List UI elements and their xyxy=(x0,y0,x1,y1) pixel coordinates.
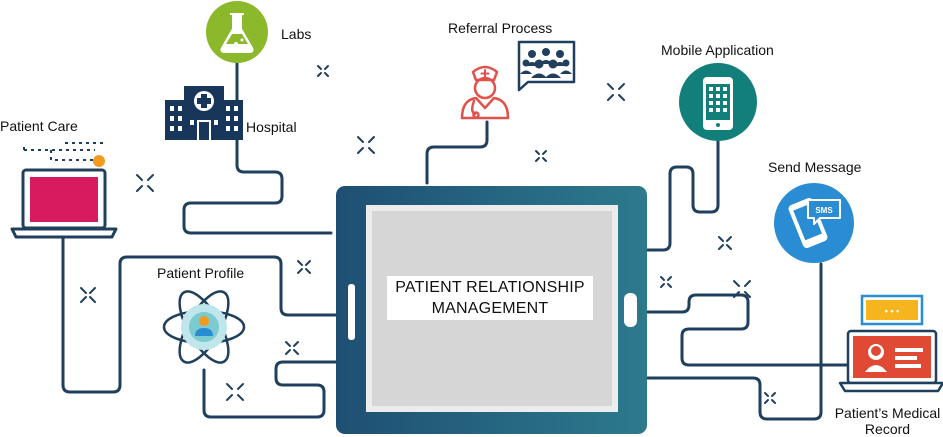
connector-lines xyxy=(61,60,864,421)
connector-patient-profile xyxy=(202,360,340,419)
label-patient-care: Patient Care xyxy=(0,118,78,134)
sparkle-icon xyxy=(297,260,311,274)
connector-referral xyxy=(425,120,489,185)
hospital-icon xyxy=(165,86,243,140)
center-title-line1: PATIENT RELATIONSHIP xyxy=(395,279,585,296)
sparkle-icon xyxy=(357,136,375,154)
labs-node xyxy=(206,1,268,63)
label-medical-record-line2: Record xyxy=(864,421,911,437)
label-hospital: Hospital xyxy=(246,119,297,135)
connector-record-lower xyxy=(642,262,823,421)
mobile-node xyxy=(679,63,757,141)
tablet-home-button xyxy=(624,293,637,327)
label-labs: Labs xyxy=(281,26,312,42)
smartphone-icon xyxy=(703,77,733,130)
connector-mobile xyxy=(642,138,720,252)
sparkle-icon xyxy=(80,287,96,303)
label-send-message: Send Message xyxy=(768,159,862,175)
connector-record-upper xyxy=(642,293,864,367)
label-mobile: Mobile Application xyxy=(661,42,774,58)
sparkle-icon xyxy=(136,174,154,192)
sparkle-icon xyxy=(607,83,625,101)
sparkle-icon xyxy=(764,392,776,404)
label-medical-record-line1: Patient’s Medical xyxy=(834,405,941,421)
sms-label: SMS xyxy=(815,206,833,215)
chat-dots: • • • xyxy=(885,306,899,316)
center-title: PATIENT RELATIONSHIP MANAGEMENT xyxy=(387,276,593,320)
sparkle-icon xyxy=(733,280,751,298)
group-icon xyxy=(517,40,576,92)
sparkle-icon xyxy=(660,276,672,288)
sparkle-decorations xyxy=(80,65,776,404)
label-medical-record: Patient’s Medical Record xyxy=(832,405,943,437)
sparkle-icon xyxy=(317,65,329,77)
flask-icon xyxy=(220,13,254,53)
sparkle-icon xyxy=(226,383,244,401)
notification-dot xyxy=(93,155,105,167)
atom-user-icon xyxy=(162,290,246,364)
label-referral: Referral Process xyxy=(448,20,553,36)
sparkle-icon xyxy=(718,236,732,250)
doctor-icon xyxy=(460,65,510,120)
laptop-icon xyxy=(10,142,118,239)
sms-phone-icon: SMS xyxy=(788,198,841,248)
label-patient-profile: Patient Profile xyxy=(157,265,245,281)
sparkle-icon xyxy=(535,150,547,162)
medical-record-icon: • • • xyxy=(838,294,943,393)
connector-labs xyxy=(182,60,333,235)
center-title-line2: MANAGEMENT xyxy=(431,300,549,317)
tablet-side-button xyxy=(348,284,355,340)
connector-patient-care xyxy=(61,235,340,394)
sparkle-icon xyxy=(285,341,299,355)
send-message-node: SMS xyxy=(774,183,854,263)
